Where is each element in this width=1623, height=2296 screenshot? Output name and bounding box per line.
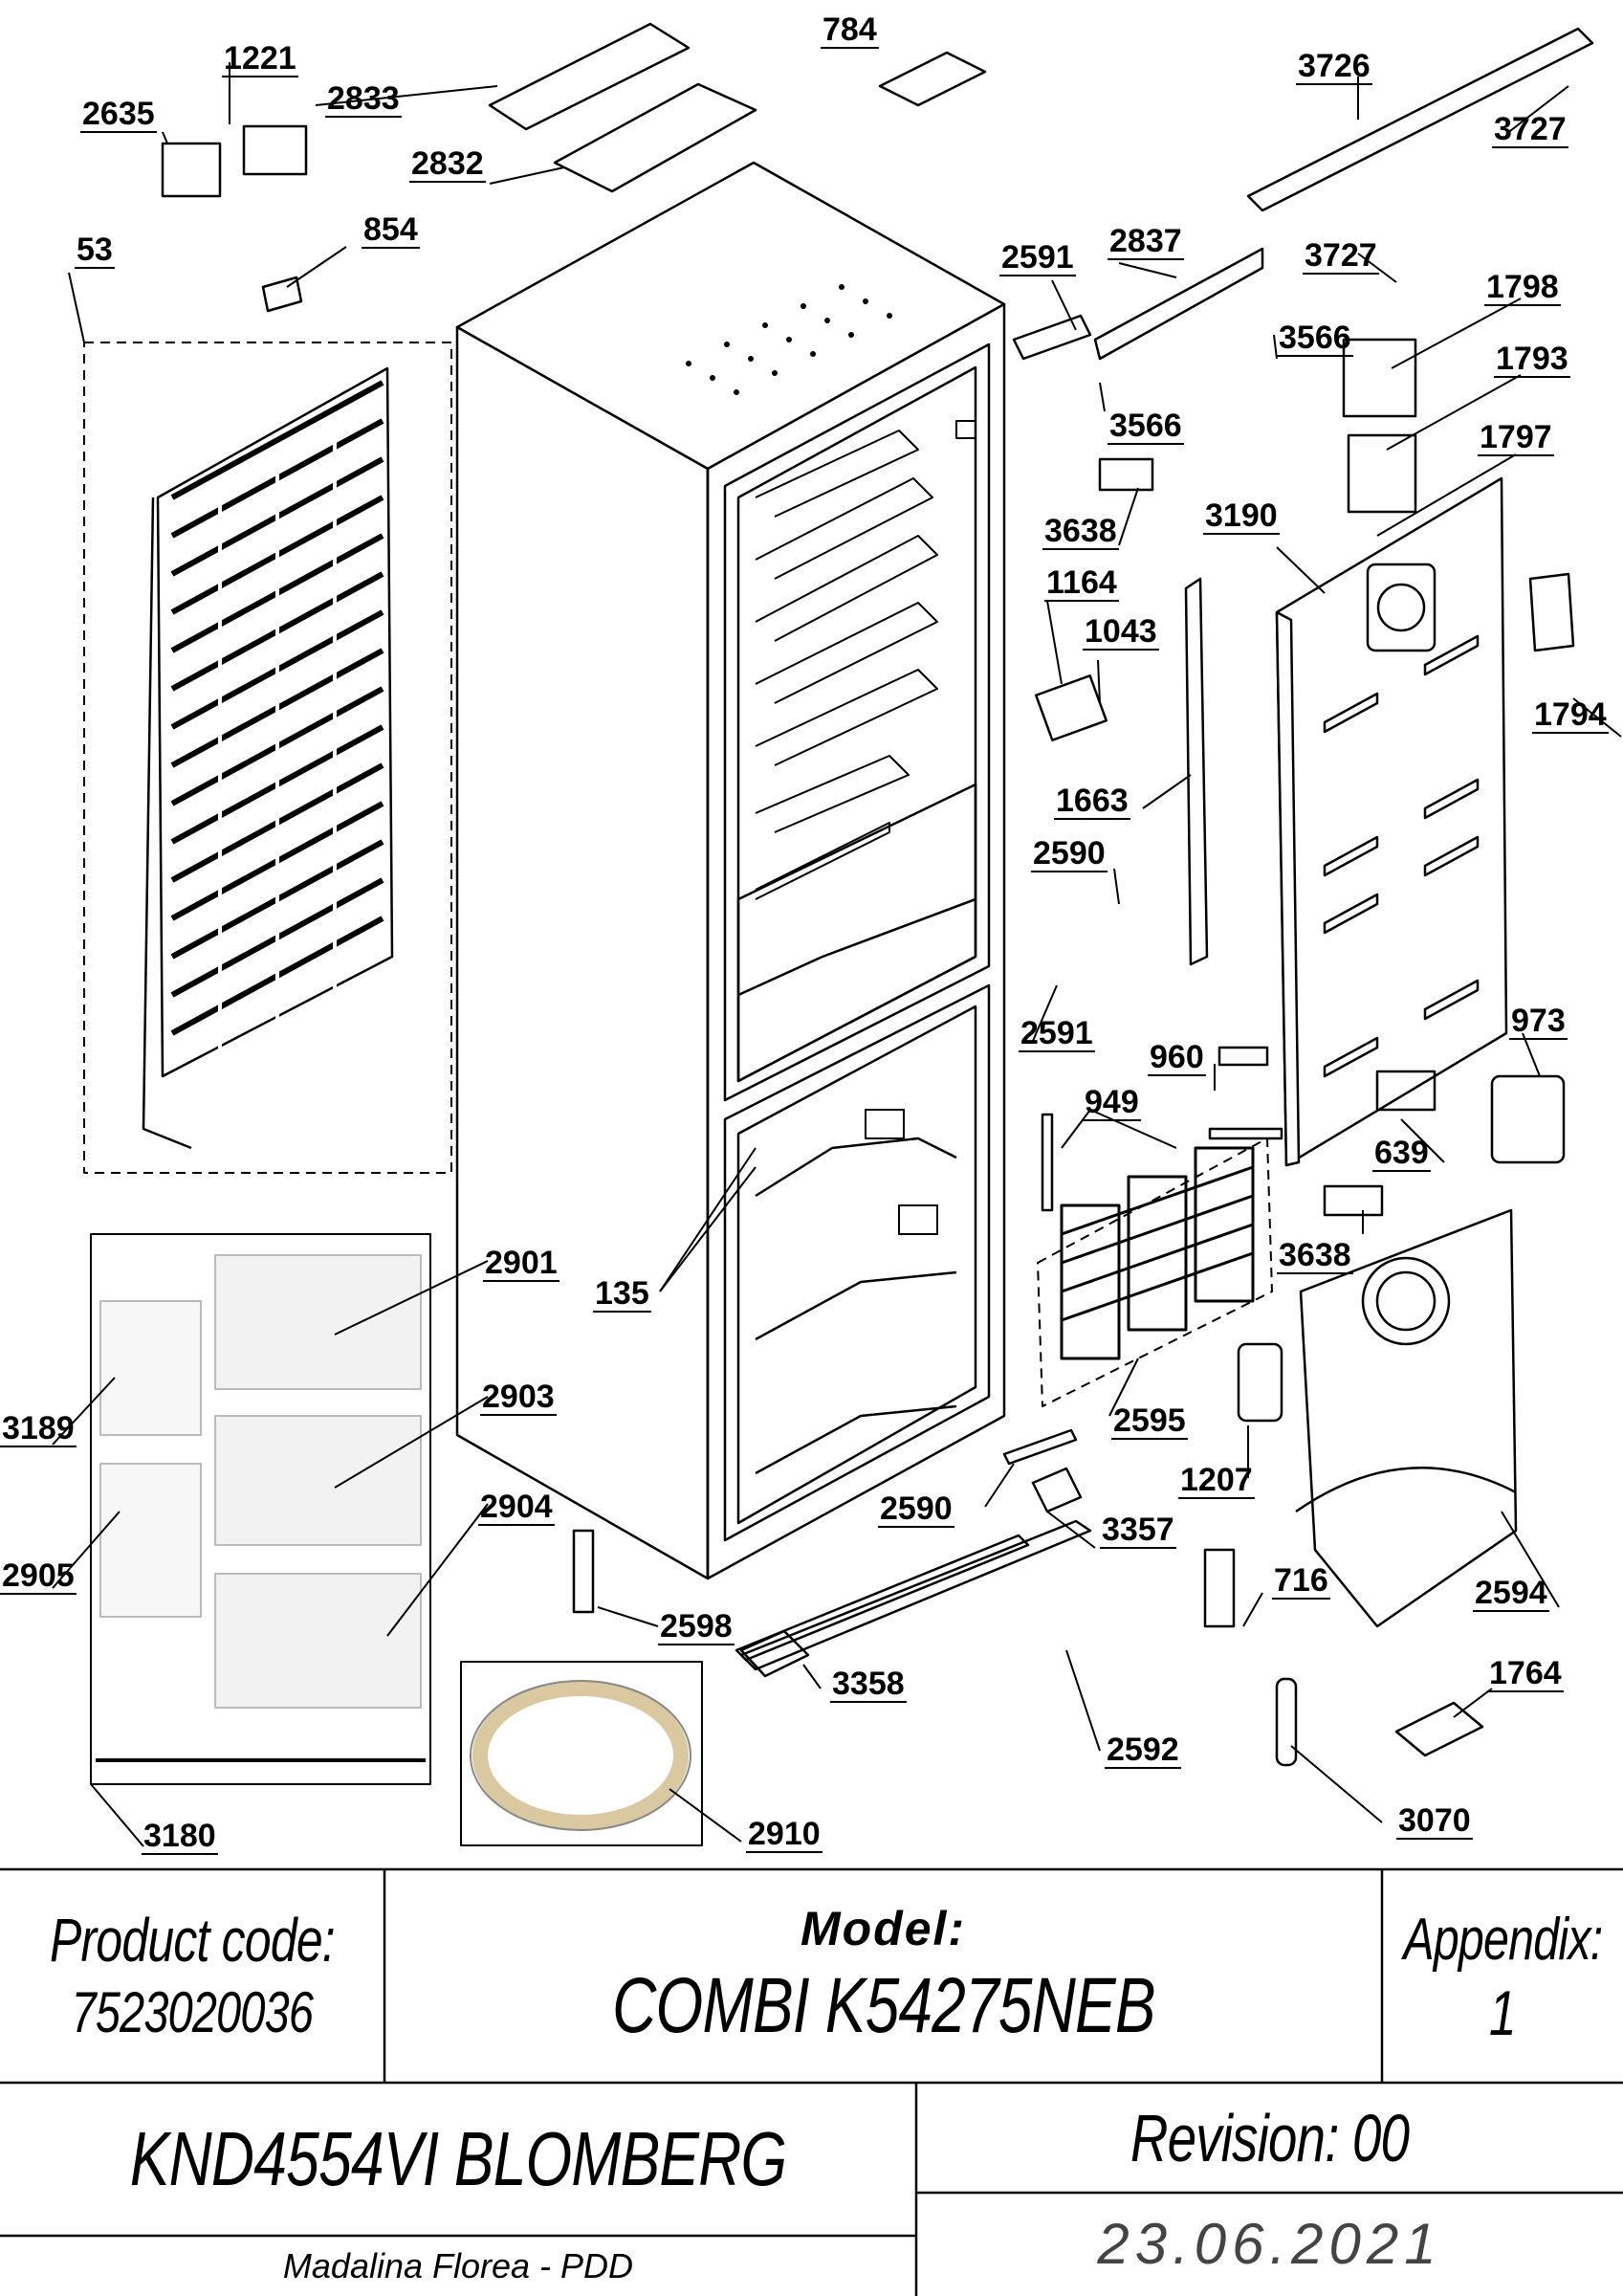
callout-2901: 2901 (483, 1245, 559, 1282)
callout-2591-mid: 2591 (1019, 1015, 1095, 1052)
title-block-grid (0, 1867, 1623, 2296)
callout-2837: 2837 (1108, 223, 1184, 260)
callout-1164: 1164 (1044, 564, 1119, 602)
callout-3638-top: 3638 (1042, 513, 1119, 550)
callout-2910: 2910 (746, 1816, 822, 1853)
callout-1764: 1764 (1487, 1655, 1564, 1692)
author-cell: Madalina Florea - PDD (0, 2236, 916, 2296)
callout-2903: 2903 (480, 1379, 557, 1416)
callout-2598: 2598 (658, 1608, 735, 1645)
cabinet-body (455, 161, 1006, 1580)
callout-2904: 2904 (478, 1489, 555, 1526)
condenser (83, 342, 452, 1174)
parts-drawing (52, 22, 1622, 1847)
revision-cell: Revision: 00 (916, 2083, 1623, 2193)
model-label: Model: (800, 1901, 967, 1955)
callout-135: 135 (593, 1275, 651, 1313)
callout-1797: 1797 (1478, 419, 1554, 456)
callout-2635: 2635 (80, 96, 157, 133)
callout-854: 854 (362, 211, 420, 249)
product-name-cell: KND4554VI BLOMBERG (0, 2083, 916, 2236)
revision: Revision: 00 (1130, 2100, 1410, 2175)
callout-1043: 1043 (1083, 613, 1159, 651)
callout-3566-right: 3566 (1277, 320, 1353, 357)
exploded-parts-diagram: 1221 2833 784 3726 2635 3727 2832 854 53… (0, 11, 1622, 1855)
author: Madalina Florea - PDD (282, 2245, 634, 2285)
callout-1798: 1798 (1484, 269, 1561, 306)
callout-2590-bottom: 2590 (878, 1490, 954, 1528)
small-parts (161, 22, 1594, 1767)
callout-3189: 3189 (0, 1410, 77, 1447)
callout-639: 639 (1372, 1135, 1431, 1172)
callout-949: 949 (1083, 1084, 1141, 1121)
callout-3070: 3070 (1396, 1802, 1473, 1840)
product-code-label: Product code: (50, 1905, 336, 1975)
door-gasket (460, 1661, 703, 1846)
callout-960: 960 (1148, 1039, 1206, 1076)
callout-784: 784 (821, 11, 879, 49)
callout-1793: 1793 (1494, 341, 1570, 378)
rear-panel (1275, 476, 1508, 1167)
callout-2833: 2833 (325, 80, 402, 118)
date-cell: 23.06.2021 (916, 2193, 1623, 2296)
product-name: KND4554VI BLOMBERG (129, 2116, 787, 2201)
date: 23.06.2021 (1097, 2212, 1442, 2276)
model-value: COMBI K54275NEB (611, 1961, 1156, 2049)
callout-3727-top: 3727 (1492, 111, 1568, 148)
callout-1207: 1207 (1178, 1462, 1255, 1499)
instruction-sheets (90, 1233, 431, 1785)
appendix-cell: Appendix: 1 (1382, 1869, 1623, 2083)
callout-3190: 3190 (1203, 497, 1280, 535)
callout-3358: 3358 (830, 1666, 907, 1703)
callout-1794: 1794 (1532, 696, 1609, 734)
appendix-label: Appendix: (1402, 1906, 1603, 1973)
freezer-rear-cover (1295, 1208, 1518, 1628)
product-code-value: 7523020036 (71, 1979, 314, 2044)
callout-3726: 3726 (1296, 48, 1372, 85)
callout-2594: 2594 (1473, 1575, 1549, 1612)
callout-3180: 3180 (142, 1818, 218, 1855)
callout-3566-left: 3566 (1108, 408, 1184, 445)
callout-3638-bottom: 3638 (1277, 1237, 1353, 1274)
callout-2905: 2905 (0, 1557, 77, 1595)
evaporator (1037, 1137, 1273, 1407)
callout-3357: 3357 (1100, 1512, 1176, 1549)
callout-2591-top: 2591 (999, 239, 1076, 276)
callout-2595: 2595 (1111, 1402, 1188, 1440)
callout-3727-mid: 3727 (1303, 237, 1379, 275)
callout-1221: 1221 (222, 40, 298, 77)
callout-973: 973 (1509, 1003, 1568, 1040)
callout-2590-top: 2590 (1031, 835, 1108, 872)
model-cell: Model: COMBI K54275NEB (384, 1869, 1382, 2083)
title-block: Product code: 7523020036 Model: COMBI K5… (0, 1867, 1623, 2296)
callout-53: 53 (75, 232, 115, 269)
callout-2592: 2592 (1105, 1732, 1181, 1769)
product-code-cell: Product code: 7523020036 (0, 1869, 384, 2083)
leader-lines (52, 62, 1622, 1847)
callout-2832: 2832 (409, 145, 486, 183)
appendix-value: 1 (1489, 1976, 1517, 2048)
callout-716: 716 (1272, 1562, 1330, 1600)
callout-1663: 1663 (1054, 783, 1130, 820)
